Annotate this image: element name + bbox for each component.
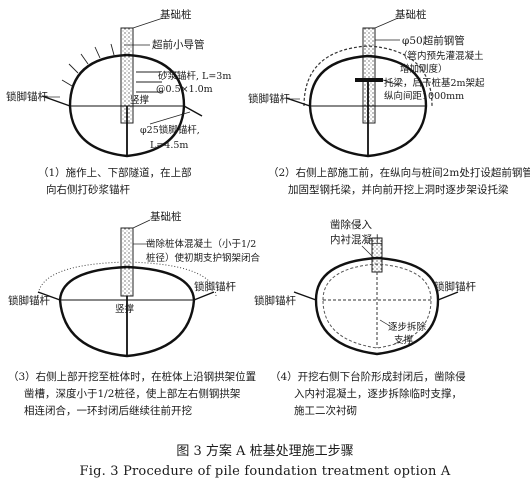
lock-anchor-left	[293, 291, 317, 301]
foundation-pile	[362, 27, 376, 124]
panel-4-caption-line3: 施工二次衬砌	[294, 404, 357, 417]
panel-2: 基础桩 φ50超前钢管 （管内预先灌混凝土 增加刚度） 托梁，后干桩基2m架起 …	[248, 8, 530, 196]
label-strut: 竖撑	[115, 303, 135, 315]
label-bolt-spacing: @0.5×1.0m	[156, 84, 213, 95]
lock-anchor-left	[37, 291, 61, 301]
label-lock-anchor-right: 锁脚锚杆	[434, 280, 476, 293]
advance-small-pipes	[61, 43, 115, 87]
label-mortar-bolt: 砂浆锚杆, L=3m	[158, 70, 231, 82]
panel-3-caption-line1: （3）右侧上部开挖至桩体时，在桩体上沿钢拱架位置	[8, 370, 256, 383]
panel-3: 基础桩 凿除桩体混凝土（小于1/2 桩径）使初期支护钢架闭合 竖撑 锁脚锚杆 锁…	[8, 210, 261, 417]
lock-anchor-right	[183, 105, 203, 117]
label-strut: 竖撑	[130, 94, 150, 106]
ground-band	[37, 261, 217, 297]
panel-4-caption-line1: （4）开挖右侧下台阶形成封闭后，凿除侵	[270, 370, 466, 383]
panel-4: 凿除侵入 内衬混凝土 锁脚锚杆 锁脚锚杆 逐步拆除 支撑 （4）开挖右侧下台阶形…	[254, 218, 476, 417]
panel-3-caption-line2: 凿槽，深度小于1/2桩径，使上部左右侧钢拱架	[24, 387, 241, 400]
pile-label: 基础桩	[150, 210, 182, 223]
label-longitudinal-spacing: 纵向间距1000mm	[384, 90, 464, 102]
lock-anchor-left	[41, 95, 71, 107]
label-lock-anchor-left: 锁脚锚杆	[254, 294, 296, 307]
label-anchor-length: L=4.5m	[150, 140, 188, 151]
lock-anchor-right	[437, 291, 459, 301]
tunnel-crown	[308, 54, 428, 107]
label-support: 支撑	[394, 334, 414, 346]
label-lining-concrete: 内衬混凝土	[330, 233, 383, 246]
panel-1: 基础桩 超前小导管 砂浆锚杆, L=3m @0.5×1.0m 竖撑	[6, 8, 231, 196]
label-lock-anchor: 锁脚锚杆	[248, 92, 290, 105]
label-small-pipe: 超前小导管	[152, 38, 205, 51]
lock-anchor-right	[193, 291, 215, 301]
pile-label: 基础桩	[395, 8, 427, 21]
label-close-support: 桩径）使初期支护钢架闭合	[146, 252, 261, 264]
label-chisel-invade: 凿除侵入	[330, 218, 372, 231]
label-lock-anchor: 锁脚锚杆	[6, 90, 48, 103]
figure-caption-cn: 图 3 方案 A 桩基处理施工步骤	[176, 444, 354, 459]
label-lock-anchor-left: 锁脚锚杆	[8, 294, 50, 307]
tunnel-crown	[58, 265, 196, 301]
panel-3-caption-line3: 相连闭合，一环封闭后继续往前开挖	[24, 404, 192, 417]
tunnel-crown	[68, 53, 186, 107]
figure-caption-en: Fig. 3 Procedure of pile foundation trea…	[79, 464, 451, 479]
panel-1-caption-line2: 向右侧打砂浆锚杆	[46, 183, 130, 196]
tunnel-ring-inner	[322, 263, 432, 349]
label-lock-anchor-25: φ25锁脚锚杆,	[140, 124, 200, 136]
label-advance-steel-pipe: φ50超前钢管	[402, 34, 465, 47]
label-lock-anchor-right: 锁脚锚杆	[194, 280, 236, 293]
label-pipe-stiffness: 增加刚度）	[400, 63, 448, 75]
pile-label: 基础桩	[160, 8, 192, 21]
panel-2-caption-line1: （2）右侧上部施工前，在纵向与桩间2m处打设超前钢管及	[268, 166, 530, 179]
pile-leader	[132, 17, 164, 29]
panel-4-caption-line2: 入内衬混凝土，逐步拆除临时支撑，	[294, 387, 462, 400]
label-remove-gradually: 逐步拆除	[388, 321, 427, 333]
panel-2-caption-line2: 加固型钢托梁，并向前开挖上洞时逐步架设托梁	[288, 183, 509, 196]
panel-1-caption-line1: （1）施作上、下部隧道，在上部	[38, 166, 192, 179]
support-beam	[355, 78, 383, 82]
label-pipe-grout: （管内预先灌混凝土	[398, 50, 484, 62]
mortar-bolts	[136, 71, 163, 93]
label-support-beam: 托梁，后干桩基2m架起	[384, 77, 485, 89]
label-chisel-pile: 凿除桩体混凝土（小于1/2	[146, 238, 256, 250]
